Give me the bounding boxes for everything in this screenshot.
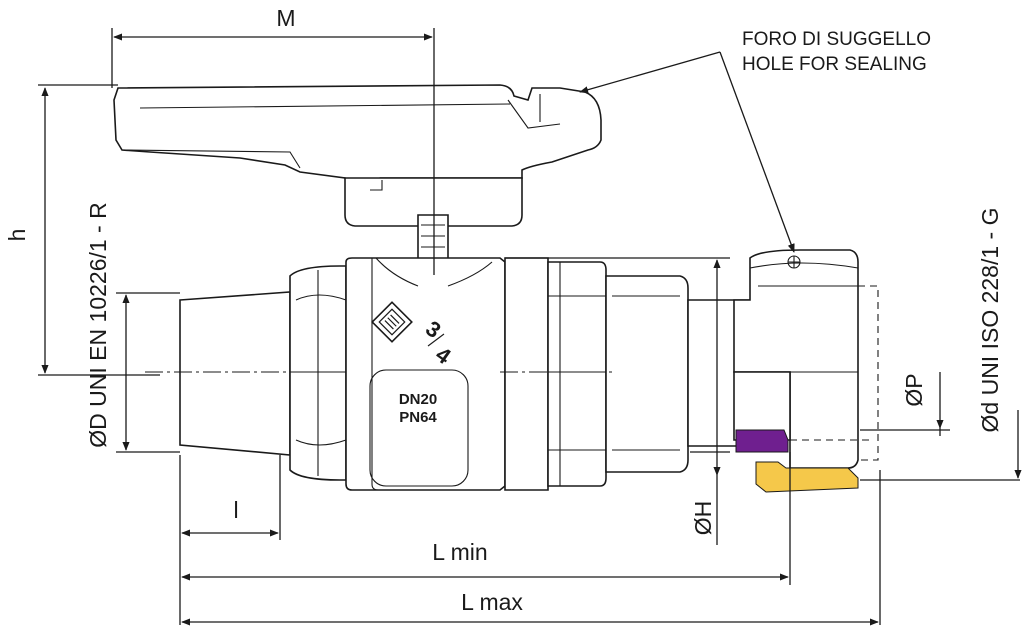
male-threaded-end (179, 291, 291, 456)
valve-stem (417, 214, 449, 263)
label-d-thread: Ød UNI ISO 228/1 - G (977, 208, 1003, 433)
brand-logo-icon (371, 301, 413, 343)
label-H: ØH (690, 501, 716, 536)
dimension-lines (41, 33, 1022, 626)
construction-lines (38, 28, 1020, 625)
label-h: h (4, 229, 30, 242)
butterfly-handle (113, 84, 602, 191)
label-M: M (276, 5, 295, 31)
valve-outline (113, 84, 879, 491)
marking-panel (369, 369, 469, 487)
flat-gasket (755, 461, 859, 493)
label-D-thread: ØD UNI EN 10226/1 - R (85, 202, 111, 447)
label-Lmax: L max (461, 589, 523, 615)
seal-ring (735, 429, 789, 453)
callout-text-en: HOLE FOR SEALING (742, 54, 927, 75)
pn-marking: PN64 (399, 409, 437, 426)
label-P: ØP (901, 373, 927, 406)
union-body (504, 257, 549, 491)
dn-marking: DN20 (399, 391, 437, 408)
label-Lmin: L min (432, 539, 487, 565)
callout-text-it: FORO DI SUGGELLO (742, 29, 931, 50)
sealing-callout-leader (579, 51, 721, 94)
label-l: l (233, 497, 238, 523)
tail-piece (605, 275, 689, 473)
hex-nut-right (547, 261, 607, 487)
